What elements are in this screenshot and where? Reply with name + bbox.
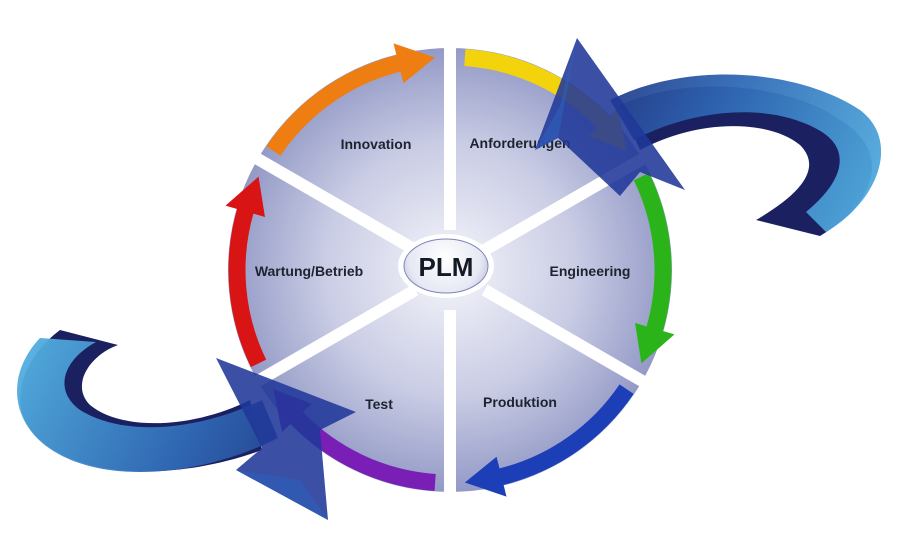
center-hub: PLM	[398, 234, 494, 298]
bottom-swoosh-arrow-icon	[17, 330, 356, 520]
arc-arrow-wartung-betrieb	[225, 176, 267, 368]
top-swoosh-arrow-icon	[535, 38, 882, 236]
segment-label-test: Test	[365, 396, 393, 412]
segment-label-engineering: Engineering	[550, 263, 631, 279]
arc-arrow-innovation	[266, 43, 436, 156]
segment-label-produktion: Produktion	[483, 394, 557, 410]
segment-dividers	[246, 38, 654, 502]
arc-arrow-produktion	[464, 384, 634, 497]
center-label: PLM	[419, 252, 474, 282]
divider-line	[246, 284, 419, 392]
segment-label-innovation: Innovation	[341, 136, 412, 152]
divider-line	[481, 284, 654, 392]
divider-line	[246, 148, 419, 256]
segment-label-wartung-betrieb: Wartung/Betrieb	[255, 263, 363, 279]
arc-arrow-engineering	[633, 172, 675, 364]
